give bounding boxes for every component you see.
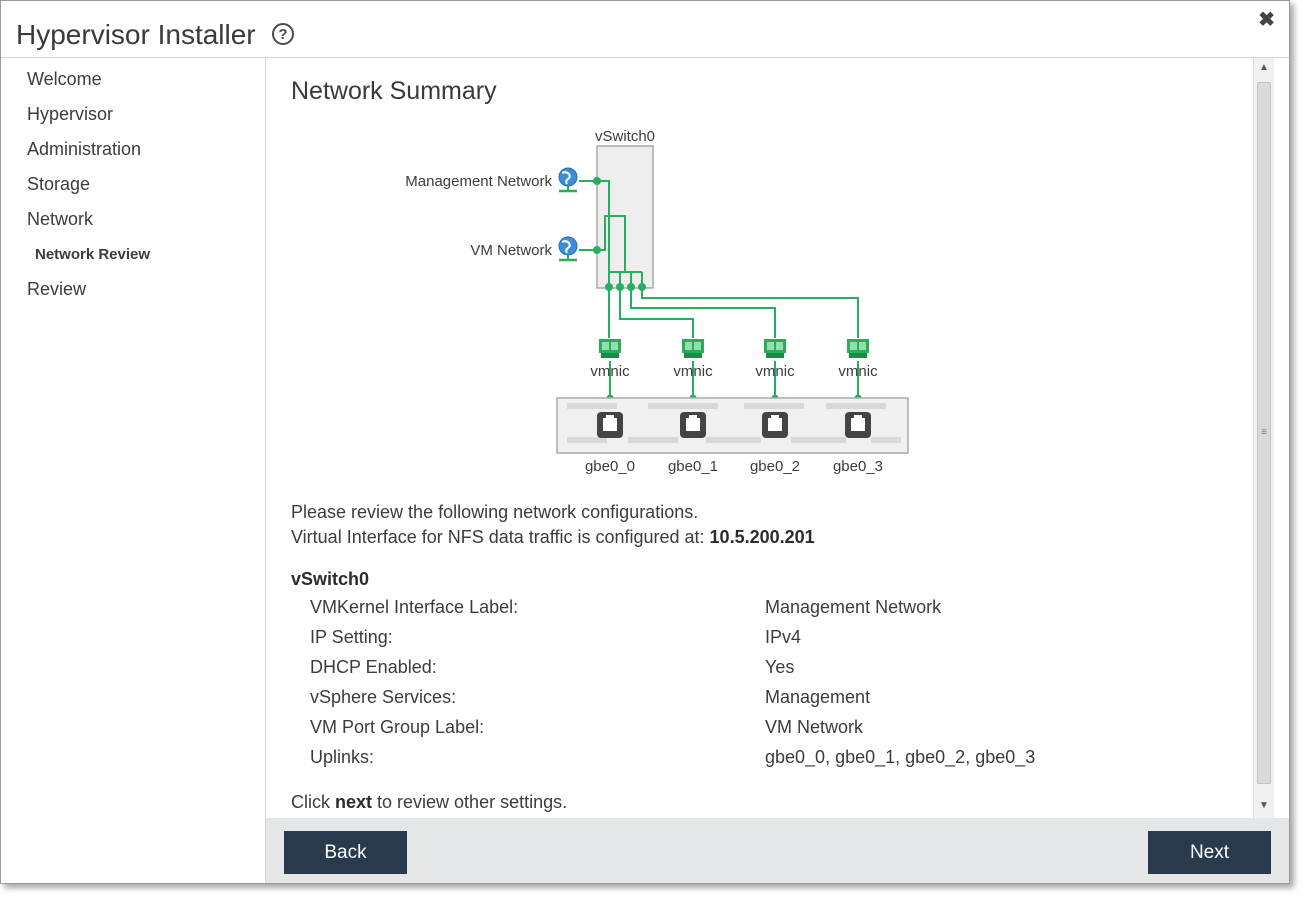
scroll-grip-icon: ≡: [1261, 427, 1267, 438]
row-value: IPv4: [765, 627, 802, 647]
sidebar-item-welcome[interactable]: Welcome: [27, 69, 102, 89]
row-value: Yes: [765, 657, 795, 677]
row-value: gbe0_0, gbe0_1, gbe0_2, gbe0_3: [765, 747, 1036, 767]
port-label-gbe0-1: gbe0_1: [668, 458, 718, 475]
footer-hint-prefix: Click: [291, 792, 335, 812]
ethernet-port-icon: [597, 412, 623, 438]
nfs-interface-text: Virtual Interface for NFS data traffic i…: [291, 527, 815, 548]
row-label: VM Port Group Label:: [310, 717, 485, 737]
content-scrollbar[interactable]: ▲ ≡ ▼: [1253, 58, 1274, 818]
network-card-icon: [847, 339, 869, 358]
vswitch-label: vSwitch0: [595, 128, 655, 145]
sidebar-item-administration[interactable]: Administration: [27, 139, 142, 159]
footer-hint-bold: next: [335, 792, 373, 812]
footer-hint-suffix: to review other settings.: [372, 792, 568, 812]
wizard-footer: Back Next: [266, 818, 1289, 883]
title-bar: Hypervisor Installer ? ✖: [1, 1, 1289, 58]
nfs-interface-prefix: Virtual Interface for NFS data traffic i…: [291, 527, 710, 547]
next-button[interactable]: Next: [1148, 831, 1271, 874]
row-label: Uplinks:: [310, 747, 375, 767]
intro-text: Please review the following network conf…: [291, 502, 699, 522]
port-label-gbe0-3: gbe0_3: [833, 458, 883, 475]
network-diagram: vSwitch0 Management Network VM Network: [405, 128, 909, 475]
sidebar-item-hypervisor[interactable]: Hypervisor: [27, 104, 114, 124]
vmnic-label: vmnic: [838, 363, 878, 380]
window-title: Hypervisor Installer: [16, 19, 256, 50]
port-label-gbe0-0: gbe0_0: [585, 458, 635, 475]
vmnic-label: vmnic: [673, 363, 713, 380]
port-group-management-label: Management Network: [405, 173, 552, 190]
globe-icon: [558, 236, 578, 262]
sidebar-item-network-review[interactable]: Network Review: [35, 246, 151, 263]
footer-hint: Click next to review other settings.: [291, 792, 567, 813]
row-label: VMKernel Interface Label:: [310, 597, 519, 617]
row-value: VM Network: [765, 717, 864, 737]
page-title: Network Summary: [291, 77, 497, 105]
row-label: vSphere Services:: [310, 687, 457, 707]
ethernet-port-icon: [680, 412, 706, 438]
installer-window: Hypervisor Installer ? ✖ Welcome Hypervi…: [0, 0, 1290, 884]
row-value: Management: [765, 687, 871, 707]
vmnic-label: vmnic: [590, 363, 630, 380]
ethernet-port-icon: [762, 412, 788, 438]
main-content: Network Summary vSwitch0 Management Netw…: [266, 58, 1253, 818]
row-label: IP Setting:: [310, 627, 393, 647]
globe-icon: [558, 167, 578, 193]
port-group-vm-label: VM Network: [470, 242, 552, 259]
wizard-sidebar: Welcome Hypervisor Administration Storag…: [1, 58, 266, 883]
network-card-icon: [764, 339, 786, 358]
appliance-vents: [567, 403, 901, 443]
ethernet-port-icon: [845, 412, 871, 438]
vmnic-label: vmnic: [755, 363, 795, 380]
section-title-vswitch: vSwitch0: [291, 569, 370, 589]
back-button[interactable]: Back: [284, 831, 407, 874]
row-label: DHCP Enabled:: [310, 657, 437, 677]
close-icon[interactable]: ✖: [1258, 9, 1275, 31]
sidebar-item-network[interactable]: Network: [27, 209, 94, 229]
scroll-thumb[interactable]: ≡: [1257, 82, 1271, 784]
nfs-ip-address: 10.5.200.201: [709, 527, 815, 547]
scroll-down-icon[interactable]: ▼: [1259, 800, 1269, 811]
sidebar-item-storage[interactable]: Storage: [27, 174, 91, 194]
help-icon[interactable]: ?: [272, 23, 294, 45]
network-card-icon: [682, 339, 704, 358]
network-card-icon: [599, 339, 621, 358]
scroll-up-icon[interactable]: ▲: [1259, 62, 1269, 73]
port-label-gbe0-2: gbe0_2: [750, 458, 800, 475]
row-value: Management Network: [765, 597, 942, 617]
sidebar-item-review[interactable]: Review: [27, 279, 87, 299]
